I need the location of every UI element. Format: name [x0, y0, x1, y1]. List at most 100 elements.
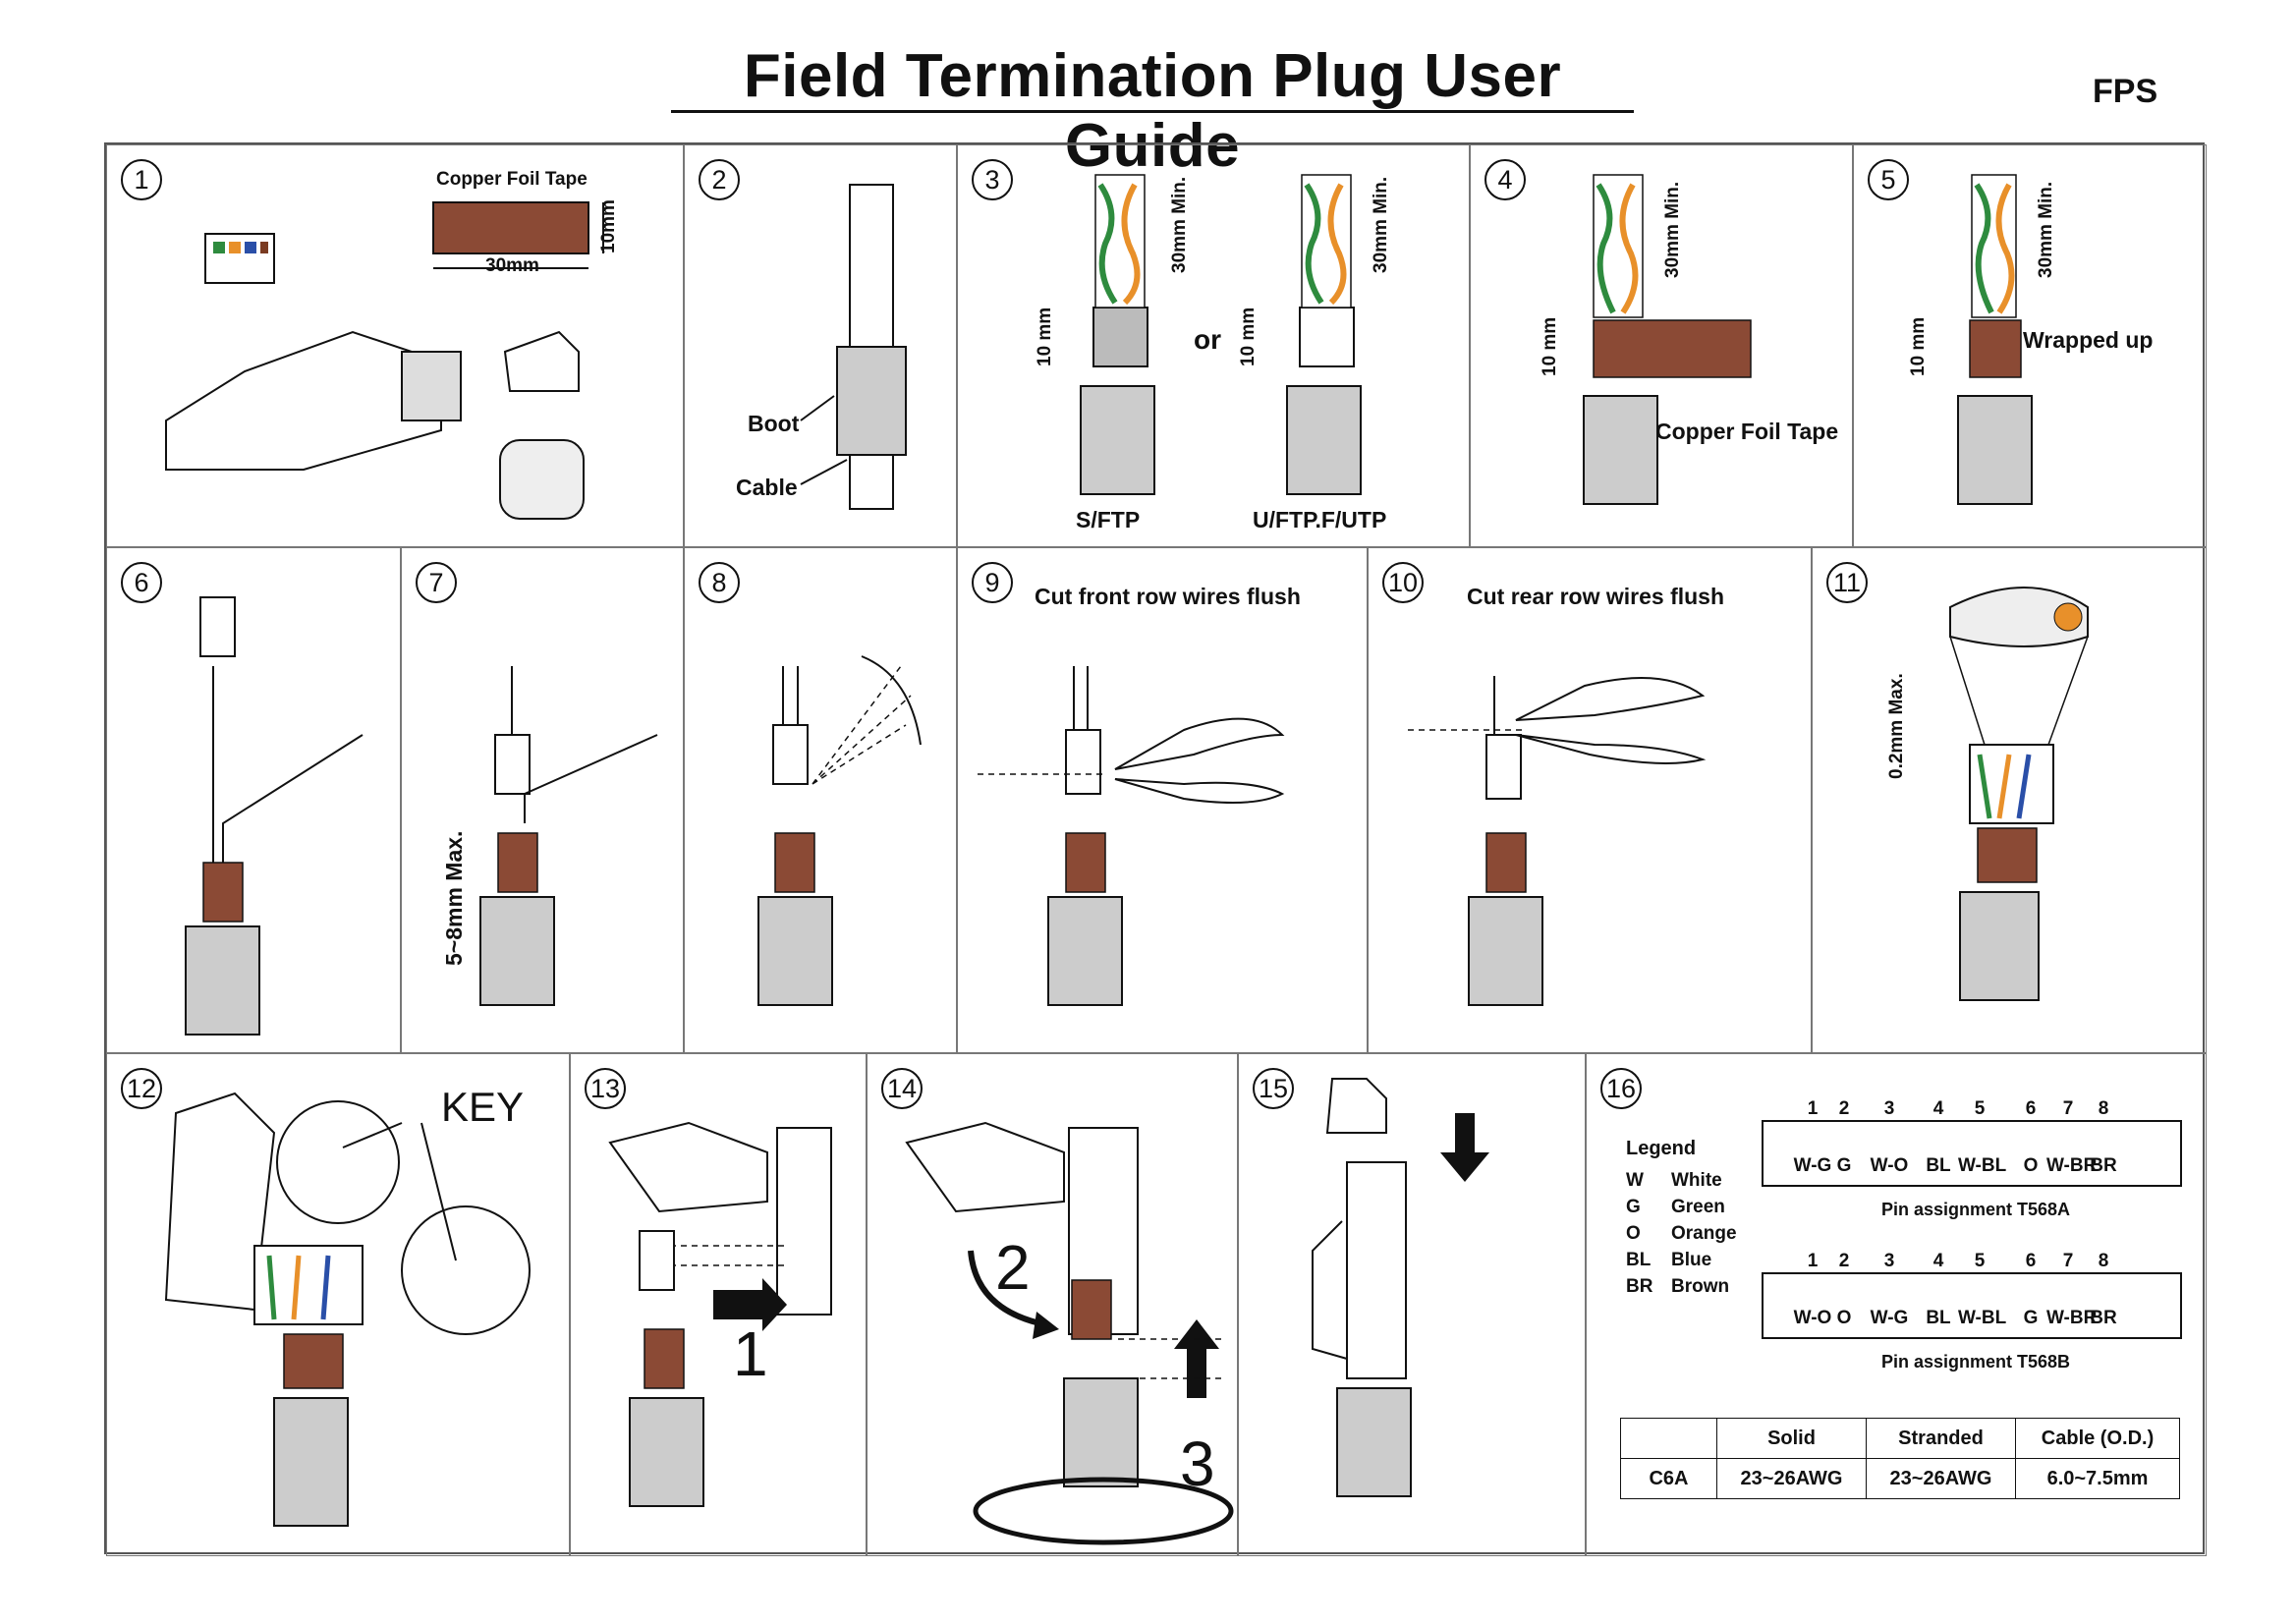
step-1-illustration — [165, 201, 604, 520]
step-2-panel: 2 Boot Cable — [684, 144, 957, 547]
step-10-panel: 10 Cut rear row wires flush — [1368, 547, 1812, 1053]
legend-name: White — [1671, 1170, 1722, 1191]
pin-number: 3 — [1883, 1251, 1895, 1271]
cable-label: Cable — [736, 475, 798, 500]
step-14-panel: 14 2 3 — [867, 1053, 1238, 1556]
spec-table: Solid Stranded Cable (O.D.) C6A 23~26AWG… — [1620, 1418, 2180, 1499]
legend-name: Green — [1671, 1197, 1725, 1217]
step-number: 15 — [1253, 1068, 1294, 1109]
step-12-panel: 12 KEY — [106, 1053, 570, 1556]
t568b-caption: Pin assignment T568B — [1881, 1352, 2071, 1372]
step-3-illustration — [1080, 174, 1362, 495]
step-marker-3: 3 — [1180, 1428, 1215, 1499]
legend-name: Orange — [1671, 1223, 1737, 1244]
spec-header-cable: Cable (O.D.) — [2015, 1418, 2180, 1459]
spec-row-label: C6A — [1620, 1458, 1717, 1499]
step-number: 10 — [1382, 562, 1424, 603]
pin-wire-code: BR — [2090, 1155, 2117, 1176]
step-number: 7 — [416, 562, 457, 603]
label-sftp: S/FTP — [1076, 507, 1141, 532]
step-2-illustration — [800, 184, 907, 510]
tape-label: Copper Foil Tape — [436, 169, 588, 190]
step-number: 2 — [699, 159, 740, 200]
pin-wire-code: BL — [1926, 1308, 1951, 1328]
spec-header-row: Solid Stranded Cable (O.D.) — [1620, 1418, 2180, 1459]
step-12-illustration — [164, 1092, 531, 1527]
dim-min: 30mm Min. — [1662, 181, 1683, 278]
step-9-panel: 9 Cut front row wires flush — [957, 547, 1368, 1053]
legend-code: G — [1626, 1197, 1641, 1217]
pin-number: 3 — [1883, 1098, 1895, 1119]
tape-width-dim: 30mm — [485, 255, 539, 276]
step-number: 8 — [699, 562, 740, 603]
label-uftp: U/FTP.F/UTP — [1253, 507, 1387, 532]
pin-number: 6 — [2025, 1251, 2037, 1271]
legend-code: BR — [1626, 1276, 1653, 1297]
step-11-panel: 11 0.2mm Max. — [1812, 547, 2207, 1053]
pin-number: 4 — [1932, 1098, 1944, 1119]
pin-number: 7 — [2062, 1098, 2074, 1119]
pin-number: 8 — [2098, 1098, 2109, 1119]
page-title: Field Termination Plug User Guide — [743, 42, 1562, 180]
legend-title: Legend — [1626, 1138, 1697, 1159]
dim-min-uftp: 30mm Min. — [1371, 176, 1391, 273]
pin-wire-code: G — [2023, 1308, 2039, 1328]
step-4-illustration — [1583, 174, 1752, 505]
pin-number: 5 — [1974, 1098, 1986, 1119]
legend-name: Blue — [1671, 1250, 1712, 1270]
dim-height-sftp: 10 mm — [1035, 307, 1055, 366]
pin-wire-code: G — [1836, 1155, 1852, 1176]
step-11-illustration — [1949, 587, 2089, 1001]
step-number: 16 — [1600, 1068, 1642, 1109]
step-number: 12 — [121, 1068, 162, 1109]
legend-code: BL — [1626, 1250, 1652, 1270]
pin-number: 6 — [2025, 1098, 2037, 1119]
instruction-grid: 1 Copper Foil Tape 10mm 30mm 2 Boot Cabl… — [104, 142, 2207, 1556]
step-number: 9 — [972, 562, 1013, 603]
spec-cable-value: 6.0~7.5mm — [2015, 1458, 2180, 1499]
pin-number: 5 — [1974, 1251, 1986, 1271]
dim-height: 10 mm — [1540, 316, 1560, 376]
step-8-illustration — [757, 655, 922, 1006]
step-5-illustration — [1957, 174, 2033, 505]
dim-label: 5~8mm Max. — [441, 830, 467, 966]
dim-height: 10 mm — [1908, 316, 1929, 376]
legend-code: O — [1626, 1223, 1641, 1244]
step-5-panel: 5 10 mm 30mm Min. Wrapped up — [1853, 144, 2207, 547]
step-6-illustration — [185, 596, 364, 1036]
key-label: KEY — [441, 1084, 525, 1130]
legend-name: Brown — [1671, 1276, 1730, 1297]
pin-wire-code: W-O — [1870, 1155, 1909, 1176]
step-number: 1 — [121, 159, 162, 200]
dim-min-sftp: 30mm Min. — [1169, 176, 1190, 273]
step-15-illustration — [1312, 1078, 1489, 1497]
pin-wire-code: W-G — [1870, 1308, 1909, 1328]
step-caption: Cut front row wires flush — [1035, 584, 1301, 609]
pin-number: 1 — [1807, 1251, 1819, 1271]
spec-stranded-value: 23~26AWG — [1866, 1458, 2017, 1499]
dim-label: 0.2mm Max. — [1886, 673, 1907, 779]
or-label: or — [1194, 324, 1221, 355]
pin-wire-code: W-O — [1793, 1308, 1832, 1328]
pin-wire-code: W-BR — [2046, 1308, 2098, 1328]
t568b-box — [1762, 1272, 2182, 1339]
step-number: 4 — [1484, 159, 1526, 200]
step-13-illustration — [608, 1121, 832, 1507]
pin-number: 2 — [1838, 1251, 1850, 1271]
product-code: FPS — [2093, 73, 2158, 110]
legend-code: W — [1626, 1170, 1644, 1191]
spec-data-row: C6A 23~26AWG 23~26AWG 6.0~7.5mm — [1620, 1458, 2180, 1499]
step-15-panel: 15 — [1238, 1053, 1586, 1556]
pin-number: 4 — [1932, 1251, 1944, 1271]
step-1-panel: 1 Copper Foil Tape 10mm 30mm — [106, 144, 684, 547]
tape-label: Copper Foil Tape — [1655, 419, 1839, 444]
step-10-illustration — [1408, 676, 1707, 1006]
pin-number: 8 — [2098, 1251, 2109, 1271]
spec-header-blank — [1620, 1418, 1717, 1459]
pin-wire-code: W-BL — [1958, 1308, 2007, 1328]
step-14-illustration — [905, 1121, 1234, 1545]
step-number: 14 — [881, 1068, 923, 1109]
pin-wire-code: W-G — [1793, 1155, 1832, 1176]
pin-wire-code: O — [1836, 1308, 1852, 1328]
